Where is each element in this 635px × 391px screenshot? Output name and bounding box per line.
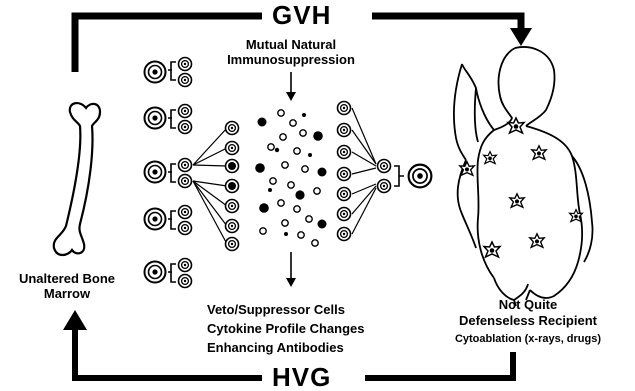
center-bottom-line2: Cytokine Profile Changes bbox=[207, 319, 364, 338]
center-bottom-text: Veto/Suppressor Cells Cytokine Profile C… bbox=[207, 300, 364, 357]
donor-line2: Marrow bbox=[8, 287, 126, 300]
donor-label: Unaltered Bone Marrow bbox=[8, 272, 126, 300]
center-top-line2: Immunosuppression bbox=[220, 53, 362, 66]
donor-line1: Unaltered Bone bbox=[8, 272, 126, 285]
recipient-fan bbox=[352, 108, 376, 234]
gvh-label: GVH bbox=[266, 2, 337, 28]
center-bottom-line1: Veto/Suppressor Cells bbox=[207, 300, 364, 319]
recipient-body-icon bbox=[454, 47, 593, 306]
recipient-line2: Defenseless Recipient bbox=[426, 314, 630, 327]
central-cell-cloud bbox=[255, 110, 326, 246]
center-top-text: Mutual Natural Immunosuppression bbox=[220, 38, 362, 66]
donor-fan bbox=[193, 128, 227, 244]
donor-daughter-cells bbox=[226, 122, 239, 251]
recipient-precursor bbox=[378, 160, 432, 193]
donor-cells bbox=[145, 58, 192, 288]
recipient-daughter-cells bbox=[338, 102, 351, 241]
center-top-line1: Mutual Natural bbox=[220, 38, 362, 51]
recipient-line3: Cytoablation (x-rays, drugs) bbox=[426, 334, 630, 345]
hvg-label: HVG bbox=[266, 364, 337, 390]
bone-icon bbox=[54, 103, 100, 255]
recipient-label: Not Quite Defenseless Recipient Cytoabla… bbox=[426, 298, 630, 345]
center-bottom-line3: Enhancing Antibodies bbox=[207, 338, 364, 357]
recipient-line1: Not Quite bbox=[426, 298, 630, 311]
